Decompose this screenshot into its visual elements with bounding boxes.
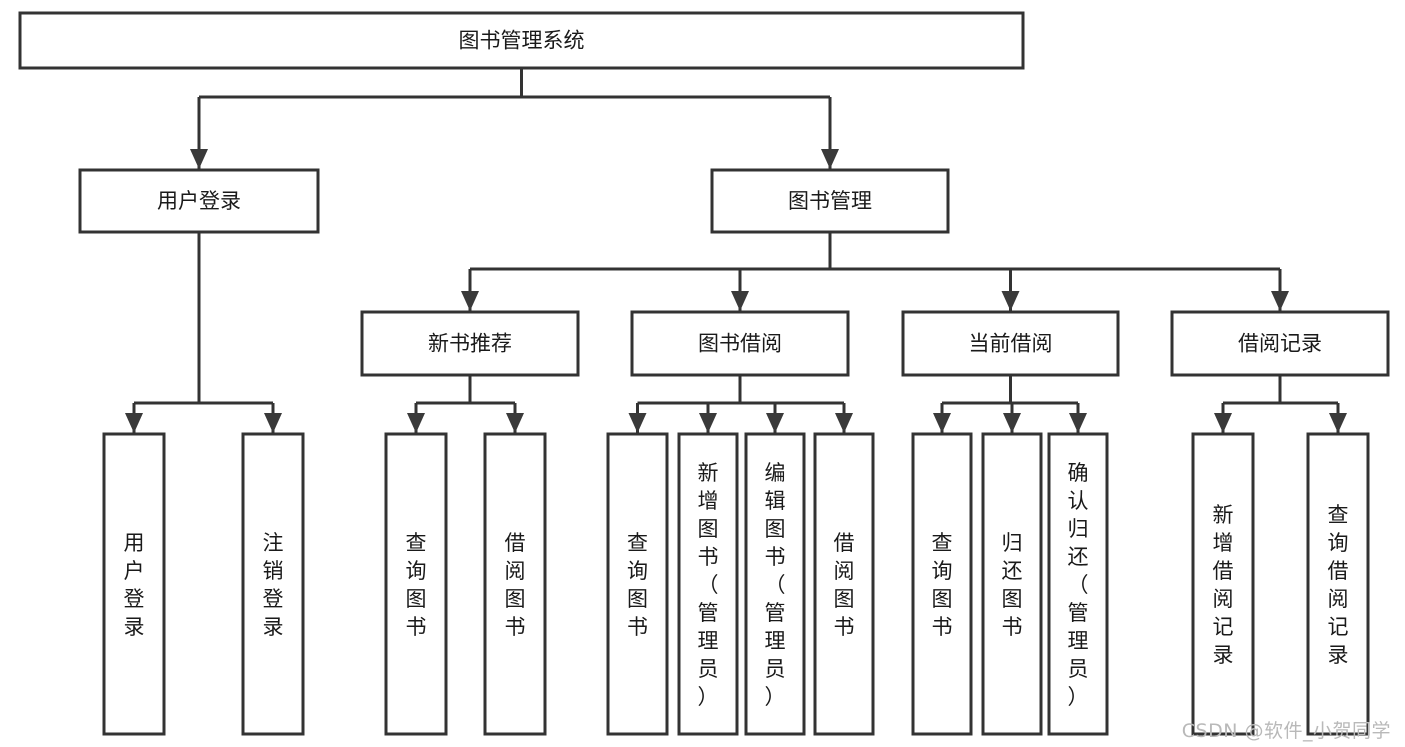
arrow-head [821,149,839,169]
arrow-head [699,413,717,433]
arrow-head [628,413,647,433]
leaf-leaf-query-borrow-record-box [1306,432,1370,736]
leaf-leaf-query-book-rec-node[interactable]: 查询图书 [384,432,448,736]
leaf-leaf-user-login-node[interactable]: 用户登录 [102,432,166,736]
level3-book-borrow-box [630,310,850,377]
leaf-leaf-edit-book-admin-label: 编辑图书（管理员） [765,461,786,709]
leaf-leaf-borrow-book-rec-label: 借阅图书 [505,531,526,639]
leaf-leaf-logout-box [241,432,305,736]
level3-current-borrow-node[interactable]: 当前借阅 [901,310,1120,377]
level3-new-book-recommend-node[interactable]: 新书推荐 [360,310,580,377]
arrow-head [933,413,951,433]
arrow-head [190,149,208,169]
leaf-leaf-query-book-rec-label: 查询图书 [406,531,427,639]
root-label: 图书管理系统 [459,29,585,53]
level3-current-borrow-box [901,310,1120,377]
edges-layer [125,68,1347,433]
level3-borrow-record-box [1170,310,1390,377]
leaf-leaf-borrow-book-label: 借阅图书 [834,531,855,639]
nodes-layer: 图书管理系统用户登录图书管理新书推荐图书借阅当前借阅借阅记录用户登录注销登录查询… [18,11,1390,736]
leaf-leaf-user-login-box [102,432,166,736]
leaf-leaf-confirm-return-admin-box [1047,432,1109,736]
arrow-head [1271,291,1289,311]
leaf-leaf-query-book-borrow-label: 查询图书 [627,531,648,639]
leaf-leaf-query-book-borrow-node[interactable]: 查询图书 [606,432,669,736]
leaf-leaf-borrow-book-box [813,432,875,736]
leaf-leaf-add-book-admin-box [677,432,739,736]
level3-current-borrow-label: 当前借阅 [969,332,1053,356]
arrow-head [731,291,749,311]
leaf-leaf-add-borrow-record-node[interactable]: 新增借阅记录 [1191,432,1255,736]
leaf-leaf-logout-label: 注销登录 [263,531,284,639]
level2-book-manage-box [710,168,950,234]
level3-borrow-record-node[interactable]: 借阅记录 [1170,310,1390,377]
level2-user-login-label: 用户登录 [157,189,241,213]
leaf-leaf-return-book-box [981,432,1043,736]
leaf-leaf-borrow-book-rec-node[interactable]: 借阅图书 [483,432,547,736]
arrow-head [1001,291,1020,311]
leaf-leaf-add-book-admin-node[interactable]: 新增图书（管理员） [677,432,739,736]
leaf-leaf-edit-book-admin-node[interactable]: 编辑图书（管理员） [744,432,806,736]
leaf-leaf-add-borrow-record-label: 新增借阅记录 [1213,503,1234,667]
level3-book-borrow-node[interactable]: 图书借阅 [630,310,850,377]
arrow-head [1329,413,1347,433]
leaf-leaf-confirm-return-admin-node[interactable]: 确认归还（管理员） [1047,432,1109,736]
level2-book-manage-label: 图书管理 [788,189,872,213]
arrow-head [1214,413,1232,433]
leaf-leaf-query-book-current-box [911,432,973,736]
leaf-leaf-edit-book-admin-box [744,432,806,736]
leaf-leaf-query-book-current-node[interactable]: 查询图书 [911,432,973,736]
arrow-head [506,413,524,433]
level2-book-manage-node[interactable]: 图书管理 [710,168,950,234]
leaf-leaf-return-book-node[interactable]: 归还图书 [981,432,1043,736]
arrow-head [1069,413,1087,433]
arrow-head [1003,413,1021,433]
leaf-leaf-borrow-book-rec-box [483,432,547,736]
arrow-head [125,413,143,433]
leaf-leaf-query-book-borrow-box [606,432,669,736]
leaf-leaf-query-borrow-record-label: 查询借阅记录 [1328,503,1349,667]
level3-borrow-record-label: 借阅记录 [1238,332,1322,356]
leaf-leaf-confirm-return-admin-label: 确认归还（管理员） [1068,461,1089,709]
arrow-head [835,413,853,433]
leaf-leaf-query-book-current-label: 查询图书 [932,531,953,639]
level3-new-book-recommend-label: 新书推荐 [428,332,512,356]
leaf-leaf-borrow-book-node[interactable]: 借阅图书 [813,432,875,736]
root-box [18,11,1025,70]
arrow-head [407,413,425,433]
arrow-head [461,291,479,311]
leaf-leaf-add-borrow-record-box [1191,432,1255,736]
arrow-head [264,413,282,433]
watermark-text: CSDN @软件_小贺同学 [1181,720,1391,742]
arrow-head [766,413,784,433]
leaf-leaf-add-book-admin-label: 新增图书（管理员） [698,461,719,709]
leaf-leaf-user-login-label: 用户登录 [124,531,145,639]
level2-user-login-box [78,168,320,234]
root-node[interactable]: 图书管理系统 [18,11,1025,70]
leaf-leaf-query-book-rec-box [384,432,448,736]
leaf-leaf-logout-node[interactable]: 注销登录 [241,432,305,736]
level3-book-borrow-label: 图书借阅 [698,332,782,356]
leaf-leaf-return-book-label: 归还图书 [1002,531,1023,639]
level2-user-login-node[interactable]: 用户登录 [78,168,320,234]
leaf-leaf-query-borrow-record-node[interactable]: 查询借阅记录 [1306,432,1370,736]
level3-new-book-recommend-box [360,310,580,377]
